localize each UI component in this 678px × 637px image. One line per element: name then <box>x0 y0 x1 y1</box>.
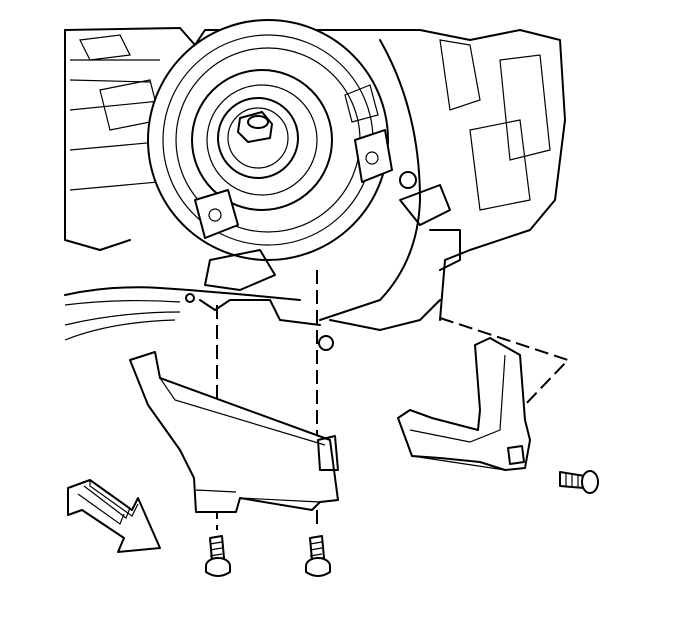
left-cover <box>129 351 339 513</box>
cover-bolt-center <box>305 535 331 577</box>
bellhousing <box>185 39 461 351</box>
cover-bolt-left <box>205 535 231 577</box>
front-view-arrow-icon <box>67 479 161 553</box>
right-cover <box>397 337 531 471</box>
torque-converter <box>147 19 393 261</box>
cover-bolt-right <box>559 470 599 494</box>
